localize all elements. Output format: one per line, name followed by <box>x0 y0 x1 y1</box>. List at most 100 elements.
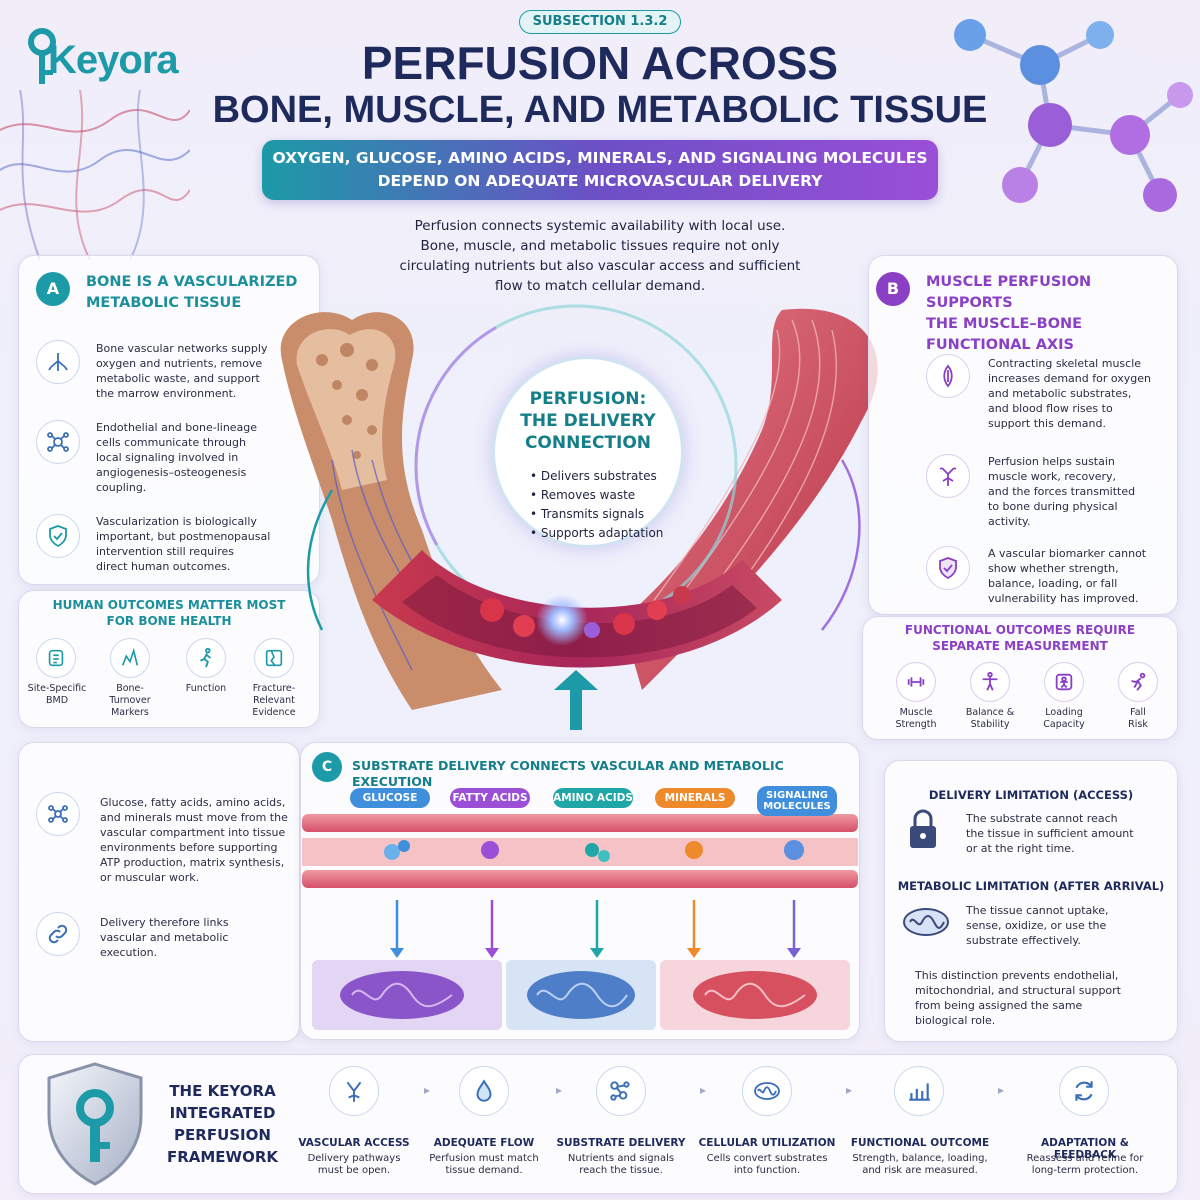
panel-a-outcomes-title: HUMAN OUTCOMES MATTER MOST FOR BONE HEAL… <box>52 598 286 628</box>
substrate-delivery-illustration <box>302 814 858 1030</box>
page-title-line2: BONE, MUSCLE, AND METABOLIC TISSUE <box>212 89 988 131</box>
delivery-limitation-title: DELIVERY LIMITATION (ACCESS) <box>928 788 1134 802</box>
intro-text: Perfusion connects systemic availability… <box>350 216 850 296</box>
panel-b <box>868 255 1178 615</box>
delivery-connection-circle <box>492 356 684 548</box>
metabolic-limitation-text: The tissue cannot uptake,sense, oxidize,… <box>966 904 1109 947</box>
substrate-pill-fatty-acids: FATTY ACIDS <box>450 788 530 808</box>
panel-c-title: SUBSTRATE DELIVERY CONNECTS VASCULAR AND… <box>352 758 784 789</box>
key-icon <box>28 28 56 84</box>
outcome-label: Function <box>185 683 227 694</box>
center-bullet: • Removes waste <box>530 488 636 502</box>
molecules-icon <box>596 1066 646 1116</box>
muscle-icon <box>926 354 970 398</box>
vessel-branch-icon <box>926 454 970 498</box>
step-arrow: ▸ <box>424 1083 431 1097</box>
step-arrow: ▸ <box>846 1083 853 1097</box>
center-bullet: • Supports adaptation <box>530 526 664 540</box>
cycle-arrows-icon <box>1059 1066 1109 1116</box>
bar-chart-icon <box>894 1066 944 1116</box>
limitations-note: This distinction prevents endothelial,mi… <box>915 969 1121 1027</box>
loading-icon <box>1044 662 1084 702</box>
framework-panel <box>18 1054 1178 1194</box>
shield-key-icon <box>47 1062 143 1186</box>
substrate-pill-glucose: GLUCOSE <box>350 788 430 808</box>
substrate-pill-amino-acids: AMINO ACIDS <box>553 788 633 808</box>
outcome-label: Fracture-Relevant Evidence <box>252 683 296 718</box>
subtitle-banner: OXYGEN, GLUCOSE, AMINO ACIDS, MINERALS, … <box>262 140 938 200</box>
substrate-pill-minerals: MINERALS <box>655 788 735 808</box>
function-icon <box>186 638 226 678</box>
panel-a-title: BONE IS A VASCULARIZED METABOLIC TISSUE <box>86 274 298 311</box>
panel-a-badge: A <box>36 272 70 306</box>
molecule-icon <box>36 792 80 836</box>
balance-icon <box>970 662 1010 702</box>
marker-icon <box>110 638 150 678</box>
fracture-icon <box>254 638 294 678</box>
link-icon <box>36 912 80 956</box>
intro-line: circulating nutrients but also vascular … <box>399 258 801 274</box>
step-title: CELLULAR UTILIZATION <box>698 1137 836 1149</box>
panel-c-badge: C <box>312 752 342 782</box>
limitations-panel <box>884 760 1178 1042</box>
vascular-access-icon <box>329 1066 379 1116</box>
center-bullet: • Transmits signals <box>530 507 645 521</box>
panel-c-left <box>18 742 300 1042</box>
subsection-badge: SUBSECTION 1.3.2 <box>519 10 681 34</box>
lock-icon <box>910 809 936 848</box>
intro-line: flow to match cellular demand. <box>494 278 706 294</box>
step-title: ADEQUATE FLOW <box>433 1137 535 1149</box>
vessel-network-icon <box>36 340 80 384</box>
bmd-icon <box>36 638 76 678</box>
center-bullet: • Delivers substrates <box>530 469 657 483</box>
dumbbell-icon <box>896 662 936 702</box>
intro-line: Bone, muscle, and metabolic tissues requ… <box>420 238 780 254</box>
fall-icon <box>1118 662 1158 702</box>
banner-line1: OXYGEN, GLUCOSE, AMINO ACIDS, MINERALS, … <box>272 149 928 167</box>
outcome-label: Balance &Stability <box>965 707 1015 730</box>
molecule-decoration <box>954 19 1193 212</box>
mitochondria-icon <box>903 908 949 936</box>
page-title-line1: PERFUSION ACROSS <box>361 37 839 89</box>
step-title: SUBSTRATE DELIVERY <box>556 1137 686 1149</box>
step-arrow: ▸ <box>998 1083 1005 1097</box>
shield-check-icon <box>926 546 970 590</box>
center-bullets: • Delivers substrates • Removes waste • … <box>530 467 680 543</box>
step-title: VASCULAR ACCESS <box>298 1137 410 1149</box>
vessel-network-decoration <box>0 90 190 260</box>
metabolic-limitation-title: METABOLIC LIMITATION (AFTER ARRIVAL) <box>897 879 1165 893</box>
step-title: ADAPTATION & FEEDBACK <box>1041 1137 1129 1161</box>
banner-line2: DEPEND ON ADEQUATE MICROVASCULAR DELIVER… <box>377 172 823 190</box>
brand-logo: Keyora <box>22 28 222 88</box>
step-arrow: ▸ <box>556 1083 563 1097</box>
cell-signaling-icon <box>36 420 80 464</box>
step-arrow: ▸ <box>700 1083 707 1097</box>
panel-c-item-1: Glucose, fatty acids, amino acids,and mi… <box>100 796 288 884</box>
shield-check-icon <box>36 514 80 558</box>
panel-b-badge: B <box>876 272 910 306</box>
brand-name: Keyora <box>48 38 179 82</box>
step-title: FUNCTIONAL OUTCOME <box>850 1137 990 1149</box>
